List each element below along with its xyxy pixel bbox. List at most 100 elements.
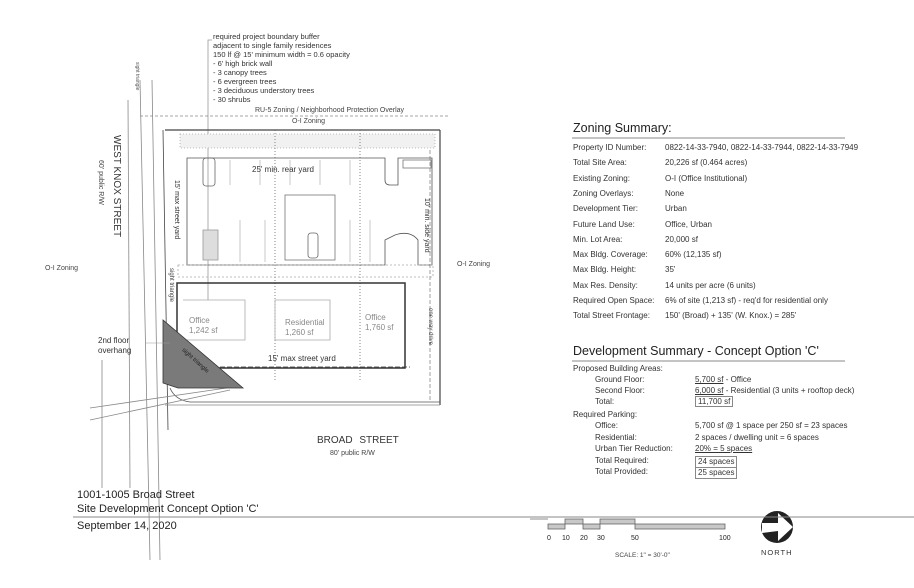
unit-area: 1,260 sf — [285, 328, 314, 337]
parking-row-value: 2 spaces / dwelling unit = 6 spaces — [695, 432, 819, 442]
zoning-row-label: Property ID Number: — [573, 143, 647, 152]
zoning-row-value: 6% of site (1,213 sf) - req'd for reside… — [665, 296, 828, 305]
zoning-row-value: 20,226 sf (0.464 acres) — [665, 158, 748, 168]
area-value: 11,700 sf — [695, 396, 734, 407]
area-value: 6,000 sf — [695, 386, 724, 395]
unit-area: 1,760 sf — [365, 323, 394, 332]
zoning-row: Max Bldg. Coverage: 60% (12,135 sf) — [573, 250, 903, 260]
buffer-line: adjacent to single family residences — [213, 41, 332, 50]
scale-tick: 50 — [631, 535, 639, 542]
zoning-row: Zoning Overlays: None — [573, 189, 903, 199]
zoning-row: Total Street Frontage: 150' (Broad) + 135… — [573, 311, 903, 321]
south-street-yard-label: 15' max street yard — [268, 354, 336, 363]
area-value: 5,700 sf — [695, 375, 724, 384]
buffer-line: required project boundary buffer — [213, 32, 320, 41]
north-zoning-label: RU-5 Zoning / Neighborhood Protection Ov… — [255, 107, 405, 114]
area-note: - Residential (3 units + rooftop deck) — [723, 386, 855, 395]
unit-name: Office — [365, 313, 386, 322]
scale-tick: 20 — [580, 535, 588, 542]
overhang-line: overhang — [98, 346, 132, 355]
zoning-row-value: None — [665, 188, 685, 198]
scale-tick: 30 — [597, 535, 605, 542]
parking-row-value: 20% = 5 spaces — [695, 444, 753, 453]
zoning-row-value: 20,000 sf — [665, 234, 698, 244]
zoning-row: Max Bldg. Height:35' — [573, 265, 903, 275]
scale-tick: 0 — [547, 535, 551, 542]
buffer-line: - 6' high brick wall — [213, 59, 273, 68]
building-row-label: Ground Floor: — [595, 375, 645, 384]
parking-row-label: Residential: — [595, 432, 637, 442]
buffer-line: - 30 shrubs — [213, 95, 251, 104]
west-oi-label: O-I Zoning — [45, 265, 79, 272]
building-areas-heading: Proposed Building Areas: — [573, 364, 663, 373]
parking-heading: Required Parking: — [573, 410, 638, 419]
project-subtitle: Site Development Concept Option 'C' — [77, 503, 259, 515]
buffer-line: - 3 canopy trees — [213, 68, 267, 77]
project-address: 1001-1005 Broad Street — [77, 489, 195, 501]
south-street-row: 80' public R/W — [330, 450, 375, 457]
parking-row-label: Urban Tier Reduction: — [595, 444, 673, 453]
north-arrow-icon — [761, 511, 793, 543]
parking-row-value: 25 spaces — [695, 467, 738, 479]
building-row-value: 5,700 sf - Office — [695, 375, 751, 385]
development-summary-title: Development Summary - Concept Option 'C' — [573, 344, 819, 358]
zoning-row: Min. Lot Area: 20,000 sf — [573, 235, 903, 245]
overhang-label: 2nd floor overhang — [98, 336, 131, 356]
north-label: NORTH — [761, 548, 793, 557]
zoning-row: Required Open Space: 6% of site (1,213 sf… — [573, 296, 903, 306]
west-street-name: WEST KNOX STREET — [111, 135, 122, 238]
west-street-row: 60' public R/W — [97, 160, 104, 205]
zoning-row-value: Urban — [665, 204, 687, 214]
building-row-value: 6,000 sf - Residential (3 units + roofto… — [695, 386, 854, 396]
side-yard-label: 10' min. side yard — [423, 198, 430, 253]
zoning-row: Property ID Number: 0822-14-33-7940, 0822… — [573, 143, 903, 153]
unit-name: Office — [189, 316, 210, 325]
unit-area: 1,242 sf — [189, 326, 218, 335]
parking-row-label: Office: — [595, 421, 618, 430]
east-oi-label: O-I Zoning — [457, 261, 491, 268]
sight-triangle-label: sight triangle — [134, 62, 140, 91]
zoning-row-label: Development Tier: — [573, 204, 638, 214]
building-row-label: Total: — [595, 397, 615, 406]
zoning-row-label: Max Bldg. Height: — [573, 265, 637, 275]
zoning-row-label: Required Open Space: — [573, 296, 655, 305]
zoning-row-value: O-I (Office Institutional) — [665, 173, 748, 183]
zoning-row-value: 60% (12,135 sf) — [665, 250, 722, 260]
building-row-value: 11,700 sf — [695, 396, 734, 407]
zoning-row-label: Zoning Overlays: — [573, 188, 634, 198]
one-way-drive-label: one way drive — [427, 308, 433, 346]
south-street-name: BROAD STREET — [317, 435, 399, 446]
parking-row-label: Total Required: — [595, 455, 649, 465]
zoning-row-label: Total Site Area: — [573, 158, 627, 168]
zoning-row: Development Tier: Urban — [573, 204, 903, 214]
zoning-row-value: 150' (Broad) + 135' (W. Knox.) = 285' — [665, 311, 797, 321]
unit-office-east: Office 1,760 sf — [365, 313, 393, 333]
parking-row-value: 5,700 sf @ 1 space per 250 sf = 23 space… — [695, 421, 848, 430]
buffer-note: required project boundary buffer adjacen… — [213, 32, 350, 104]
scale-tick: 100 — [719, 535, 731, 542]
zoning-row-label: Existing Zoning: — [573, 173, 630, 183]
buffer-line: - 3 deciduous understory trees — [213, 86, 315, 95]
buffer-line: - 6 evergreen trees — [213, 77, 277, 86]
area-note: - Office — [723, 375, 752, 384]
parking-row-value: 24 spaces — [695, 455, 738, 468]
scale-label: SCALE: 1" = 30'-0" — [615, 552, 670, 559]
zoning-row: Max Res. Density: 14 units per acre (6 un… — [573, 281, 903, 291]
zoning-row-value: 0822-14-33-7940, 0822-14-33-7944, 0822-1… — [665, 143, 859, 152]
zoning-row: Total Site Area: 20,226 sf (0.464 acres) — [573, 158, 903, 168]
overhang-line: 2nd floor — [98, 336, 130, 345]
scale-tick: 10 — [562, 535, 570, 542]
zoning-row-value: Office, Urban — [665, 219, 712, 229]
zoning-row-label: Max Res. Density: — [573, 280, 638, 290]
unit-residential: Residential 1,260 sf — [285, 318, 325, 338]
zoning-row-label: Min. Lot Area: — [573, 234, 623, 244]
zoning-row-value: 14 units per acre (6 units) — [665, 280, 756, 290]
zoning-row-label: Total Street Frontage: — [573, 311, 650, 321]
zoning-row: Future Land Use:Office, Urban — [573, 220, 903, 230]
rear-yard-label: 25' min. rear yard — [252, 165, 314, 174]
zoning-summary-title: Zoning Summary: — [573, 121, 672, 135]
scale-bar — [530, 518, 726, 530]
building-row-label: Second Floor: — [595, 386, 645, 395]
zoning-row-label: Max Bldg. Coverage: — [573, 250, 648, 260]
